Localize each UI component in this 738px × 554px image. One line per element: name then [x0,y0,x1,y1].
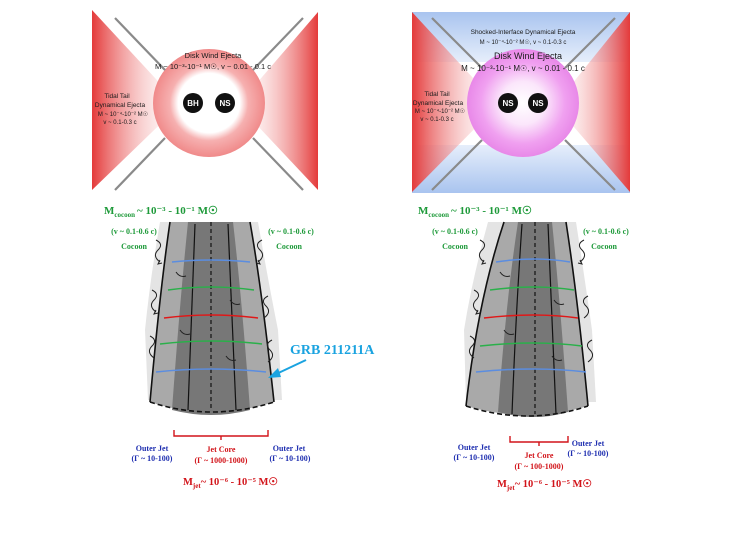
left-jet-core: Jet Core [207,445,236,454]
right-m-cocoon: Mcocoon~ 10⁻³ - 10⁻¹ M☉ [418,205,532,219]
right-outer-jet-left: Outer Jet [458,443,491,452]
right-tidal-title-1: Tidal Tail [424,91,450,98]
left-outer-jet-right-gamma: (Γ ~ 10-100) [270,454,311,463]
left-tidal-vel: v ~ 0.1-0.3 c [103,120,136,126]
right-shock-blue-1 [495,258,571,263]
left-bh-label: BH [187,99,199,108]
left-tidal-tail-right [238,12,318,190]
left-tidal-mass: M ~ 10⁻⁴-10⁻² M☉ [98,111,148,118]
left-shock-blue-2 [155,368,267,373]
right-jet-labels: Mcocoon~ 10⁻³ - 10⁻¹ M☉ (v ~ 0.1-0.6 c) … [418,205,629,492]
left-outer-jet-right: Outer Jet [273,444,306,453]
right-cocoon-label-right: Cocoon [591,242,617,251]
left-tidal-title-2: Dynamical Ejecta [95,102,146,109]
left-cocoon-label-left: Cocoon [121,242,147,251]
left-outer-jet-left-gamma: (Γ ~ 10-100) [132,454,173,463]
right-tidal-vel: v ~ 0.1-0.3 c [420,117,453,123]
left-m-cocoon: Mcocoon~ 10⁻³ - 10⁻¹ M☉ [104,205,218,219]
right-shock-blue-2 [475,368,587,373]
left-jet-core-gamma: (Γ ~ 1000-1000) [195,456,248,465]
right-shock-green-2 [479,342,583,347]
left-cocoon-arrows [148,239,274,363]
left-tidal-tail-left [92,10,180,190]
right-shock-red [483,314,579,319]
right-jet-panel [464,221,596,446]
left-ns-label: NS [219,99,231,108]
left-shock-red [163,314,259,319]
left-disk-wind-ellipse [153,49,265,157]
right-jet-core-bracket [509,436,569,446]
left-jet-core-bracket [173,430,269,440]
left-disk-wind-title: Disk Wind Ejecta [185,51,243,60]
left-jet-labels: Mcocoon~ 10⁻³ - 10⁻¹ M☉ (v ~ 0.1-0.6 c) … [104,205,375,490]
left-shock-green-1 [167,286,255,291]
right-jet-axes [431,17,616,191]
left-bh [183,93,203,113]
right-tidal-tail-right [555,12,630,192]
right-outer-jet-right: Outer Jet [572,439,605,448]
right-outer-jet-right-gamma: (Γ ~ 10-100) [568,449,609,458]
left-internal-shocks [155,259,267,373]
right-m-jet: Mjet~ 10⁻⁶ - 10⁻⁵ M☉ [497,478,592,492]
right-tidal-mass: M ~ 10⁻⁴-10⁻² M☉ [415,108,465,115]
left-tidal-title-1: Tidal Tail [104,93,130,100]
left-ns [215,93,235,113]
right-cocoon-vel-left: (v ~ 0.1-0.6 c) [432,227,478,236]
right-cocoon-label-left: Cocoon [442,242,468,251]
right-ns-2-label: NS [532,99,544,108]
right-jet-edges [465,221,589,417]
right-disk-wind-params: M ~ 10⁻³-10⁻¹ M☉, v ~ 0.01 - 0.1 c [461,64,585,73]
right-cocoon-arrows [468,239,594,363]
left-shock-green-2 [159,340,263,345]
left-m-jet: Mjet~ 10⁻⁶ - 10⁻⁵ M☉ [183,476,278,490]
right-merger-panel: NS NS Shocked-Interface Dynamical Ejecta… [412,12,630,193]
right-shocked-title: Shocked-Interface Dynamical Ejecta [471,29,576,36]
right-ns-1-label: NS [502,99,514,108]
right-internal-shocks [475,258,587,373]
left-cocoon-vel-right: (v ~ 0.1-0.6 c) [268,227,314,236]
left-jet-panel [145,221,307,440]
left-jet-axes [114,17,304,191]
right-tidal-tail-left [412,12,498,192]
right-tidal-title-2: Dynamical Ejecta [413,100,464,107]
right-ns-2 [528,93,548,113]
right-jet-core-gamma: (Γ ~ 100-1000) [515,462,564,471]
left-cocoon-label-right: Cocoon [276,242,302,251]
right-disk-wind-ellipse [467,49,579,157]
right-shocked-params: M ~ 10⁻⁴-10⁻² M☉, v ~ 0.1-0.3 c [480,39,567,46]
right-shock-green-1 [489,286,575,291]
right-cocoon-vel-right: (v ~ 0.1-0.6 c) [583,227,629,236]
left-merger-panel: BH NS Disk Wind Ejecta M ~ 10⁻³-10⁻¹ M☉,… [92,10,318,191]
right-jet-core: Jet Core [525,451,554,460]
right-ns-1 [498,93,518,113]
right-disk-wind-title: Disk Wind Ejecta [494,51,562,61]
left-disk-wind-params: M ~ 10⁻³-10⁻¹ M☉, v ~ 0.01 - 0.1 c [155,62,271,71]
left-shock-blue-1 [171,259,251,263]
left-grb-label: GRB 211211A [290,343,375,358]
left-cocoon-vel-left: (v ~ 0.1-0.6 c) [111,227,157,236]
left-grb-arrowhead [268,368,281,378]
right-outer-jet-left-gamma: (Γ ~ 10-100) [454,453,495,462]
left-outer-jet-left: Outer Jet [136,444,169,453]
